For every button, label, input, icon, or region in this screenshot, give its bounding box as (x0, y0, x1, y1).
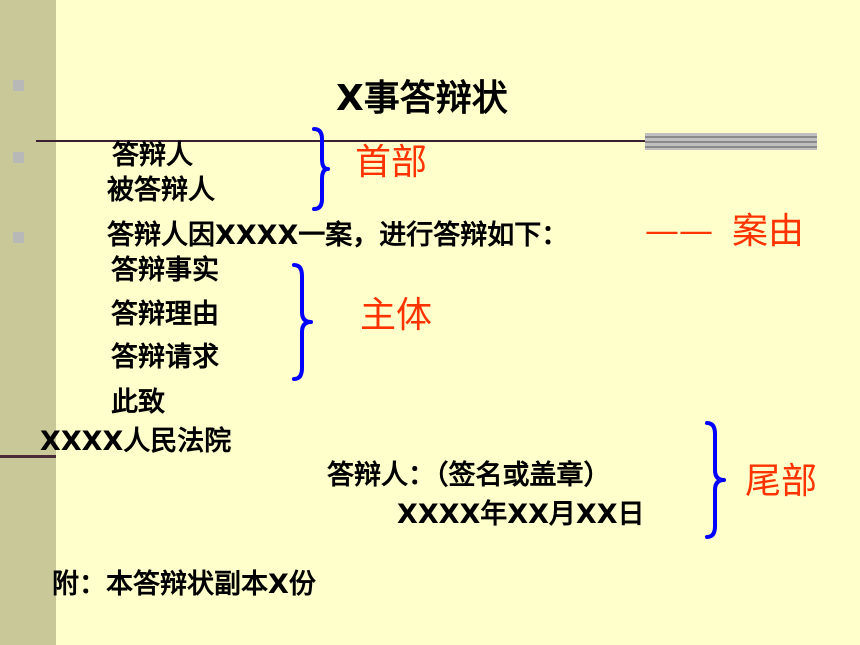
cause-section-label: 案由 (732, 211, 805, 252)
defense-requests: 答辩请求 (111, 342, 219, 373)
cause-dash: —— (645, 211, 713, 251)
claimant-label: 被答辩人 (107, 175, 215, 206)
body-brace-icon (292, 263, 313, 381)
page-title: X事答辩状 (336, 78, 508, 119)
header-section-label: 首部 (355, 142, 428, 183)
court-name: XXXX人民法院 (40, 426, 232, 457)
body-section-label: 主体 (360, 295, 433, 336)
defense-reasons: 答辩理由 (111, 299, 219, 330)
bullet-square-icon (13, 80, 24, 91)
respondent-label: 答辩人 (112, 140, 193, 171)
left-divider-mark (0, 455, 56, 458)
date-line: XXXX年XX月XX日 (397, 499, 645, 530)
bullet-square-icon (13, 232, 24, 243)
ending-section-label: 尾部 (745, 461, 818, 502)
defense-facts: 答辩事实 (111, 255, 219, 286)
cause-line: 答辩人因XXXX一案，进行答辩如下： (107, 220, 569, 251)
left-decorative-bar (0, 0, 56, 645)
decorative-gray-band (645, 133, 817, 150)
header-brace-icon (312, 127, 330, 211)
closing-salutation: 此致 (111, 387, 165, 418)
ending-brace-icon (705, 421, 726, 539)
title-divider-line (36, 140, 816, 142)
signature-line: 答辩人：（签名或盖章） (327, 460, 611, 491)
bullet-square-icon (13, 152, 24, 163)
attachment-note: 附：本答辩状副本X份 (52, 569, 316, 600)
